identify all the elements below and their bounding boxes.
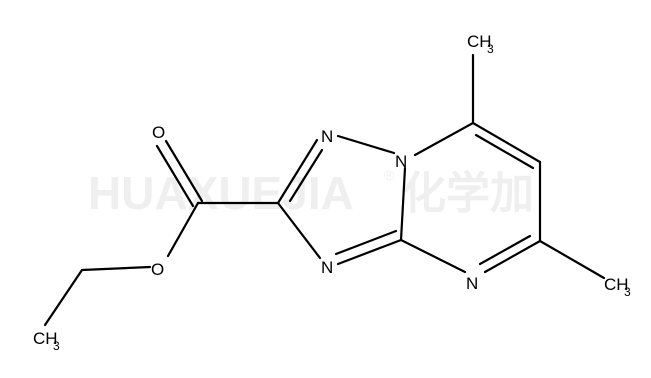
bond-c5-npyr-inner xyxy=(478,234,532,266)
bond-n3-n1 xyxy=(336,134,396,155)
bond-c7-c6 xyxy=(471,121,542,164)
atom-n-triazole-bottom: N xyxy=(321,258,333,277)
bond-c7-c6-inner xyxy=(474,133,535,170)
atom-o-carbonyl: O xyxy=(152,123,165,142)
bond-c-o-double-b xyxy=(155,144,195,208)
ch3-top-sub: 3 xyxy=(487,42,494,56)
watermark: HUAXUEJIA ® 化学加 xyxy=(88,167,534,219)
bond-nbottom-c8a xyxy=(336,238,403,266)
atom-labels: O O N N N N CH 3 CH 3 CH 3 xyxy=(33,32,631,353)
bond-npyr-c8a xyxy=(399,238,467,274)
watermark-registered: ® xyxy=(384,167,395,183)
bond-n1-c7 xyxy=(413,121,475,157)
bond-c2-n3 xyxy=(276,138,319,205)
ch3-ethyl-sub: 3 xyxy=(53,339,60,353)
bond-nbottom-c8a-inner xyxy=(334,229,398,256)
ch3-right-main: CH xyxy=(604,275,629,294)
methyl-ethyl-label: CH 3 xyxy=(33,329,60,353)
atom-o-ester: O xyxy=(151,260,164,279)
bond-ch2-ch3 xyxy=(43,268,84,327)
bond-c5-npyr xyxy=(483,239,542,274)
atom-n-triazole-top: N xyxy=(321,127,333,146)
ch3-right-sub: 3 xyxy=(624,285,631,299)
methyl-right-label: CH 3 xyxy=(604,275,631,299)
bond-c5-ch3 xyxy=(538,239,606,280)
atom-n-pyrimidine: N xyxy=(466,274,478,293)
bond-c-oester xyxy=(166,201,200,258)
bond-c2-nbottom xyxy=(276,201,322,260)
bond-c2-n3-inner xyxy=(288,148,324,203)
bond-c-o-double-a xyxy=(164,139,204,203)
watermark-chinese: 化学加 xyxy=(402,168,534,219)
methyl-top-label: CH 3 xyxy=(467,32,494,56)
ch3-ethyl-main: CH xyxy=(33,329,58,348)
bond-o-ch2 xyxy=(80,265,152,272)
ch3-top-main: CH xyxy=(467,32,492,51)
bonds xyxy=(43,53,606,327)
bond-c8a-n1 xyxy=(399,166,407,242)
watermark-latin: HUAXUEJIA xyxy=(88,167,354,219)
atom-n-bridgehead: N xyxy=(395,152,407,171)
